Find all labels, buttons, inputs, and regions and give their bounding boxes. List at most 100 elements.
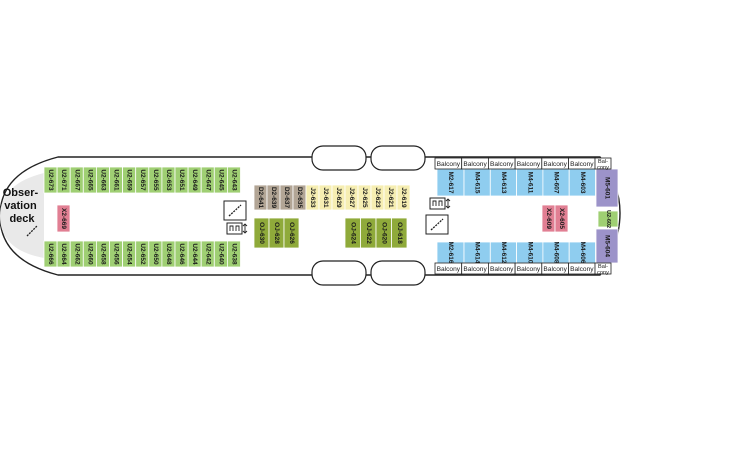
cabin-number: U2-642 <box>204 243 211 265</box>
cabin[interactable]: J2-631 <box>318 184 333 211</box>
cabin-number: J2-619 <box>400 187 407 208</box>
cabin[interactable]: OJ-630 <box>253 217 270 249</box>
cabin[interactable]: M4-603 <box>568 168 596 197</box>
cabin-number: OJ-628 <box>273 222 280 244</box>
cabin[interactable]: OJ-628 <box>268 217 285 249</box>
cabin[interactable]: M4-606 <box>568 241 596 264</box>
cabin[interactable]: OJ-618 <box>391 217 408 249</box>
cabin[interactable]: D2-639 <box>266 184 281 211</box>
observation-deck-area <box>0 173 44 258</box>
cabin-number: U2-671 <box>60 169 67 191</box>
balcony-layer: BalconyBalconyBalconyBalconyBalconyBalco… <box>434 157 612 276</box>
cabin[interactable]: M2-616 <box>436 241 465 264</box>
cabin-number: J2-621 <box>387 187 394 208</box>
cabin[interactable]: U2-602 <box>597 210 619 228</box>
cabin[interactable]: J2-633 <box>305 184 320 211</box>
cabin[interactable]: M4-608 <box>542 241 570 264</box>
cabin[interactable]: U2-673 <box>43 166 58 194</box>
cabin[interactable]: U2-656 <box>109 240 124 268</box>
cabin[interactable]: M2-617 <box>436 168 465 197</box>
cabin[interactable]: U2-645 <box>213 166 228 194</box>
cabin[interactable]: X2-609 <box>541 204 556 233</box>
cabin[interactable]: U2-647 <box>200 166 215 194</box>
cabin[interactable]: U2-671 <box>56 166 71 194</box>
cabin[interactable]: U2-650 <box>148 240 163 268</box>
cabin[interactable]: U2-655 <box>148 166 163 194</box>
cabin[interactable]: U2-665 <box>82 166 97 194</box>
cabin[interactable]: U2-649 <box>187 166 202 194</box>
cabin-number: J2-629 <box>335 187 342 208</box>
balcony-label: Balcony <box>437 161 461 168</box>
cabin[interactable]: U2-652 <box>135 240 150 268</box>
cabin[interactable]: J2-619 <box>396 184 411 211</box>
cabin[interactable]: J2-625 <box>357 184 372 211</box>
cabin[interactable]: U2-653 <box>161 166 176 194</box>
cabin-number: M4-612 <box>500 241 507 263</box>
lifeboat <box>311 145 367 171</box>
cabin[interactable]: D2-641 <box>253 184 268 211</box>
cabin[interactable]: J2-623 <box>370 184 385 211</box>
cabin-number: U2-640 <box>217 243 224 265</box>
cabin[interactable]: D2-637 <box>279 184 294 211</box>
cabin[interactable]: U2-648 <box>161 240 176 268</box>
stairs-icon <box>223 200 247 221</box>
balcony: Balcony <box>461 262 489 275</box>
cabin[interactable]: OJ-626 <box>283 217 300 249</box>
cabin-box <box>568 168 596 197</box>
cabin[interactable]: D2-635 <box>292 184 307 211</box>
cabin[interactable]: U2-646 <box>174 240 189 268</box>
cabin-number: OJ-630 <box>258 222 265 244</box>
cabin-number: J2-633 <box>309 187 316 208</box>
cabin[interactable]: X2-669 <box>56 204 71 233</box>
balcony: Balcony <box>514 157 543 170</box>
cabin[interactable]: U2-654 <box>122 240 137 268</box>
cabin-number: U2-655 <box>152 169 159 191</box>
cabin[interactable]: M5-601 <box>595 168 619 208</box>
cabin[interactable]: U2-658 <box>96 240 110 268</box>
balcony: Balcony <box>487 262 516 275</box>
cabin-number: X2-669 <box>60 208 67 229</box>
cabin[interactable]: U2-664 <box>56 240 71 268</box>
cabin[interactable]: J2-627 <box>344 184 359 211</box>
cabin[interactable]: U2-659 <box>122 166 137 194</box>
cabin[interactable]: U2-642 <box>200 240 215 268</box>
cabin[interactable]: OJ-620 <box>375 217 392 249</box>
balcony-label: Balcony <box>570 161 594 168</box>
cabin[interactable]: J2-629 <box>331 184 346 211</box>
cabin[interactable]: M4-612 <box>489 241 517 264</box>
cabin[interactable]: U2-666 <box>43 240 58 268</box>
cabin-number: OJ-620 <box>380 222 387 244</box>
cabin-number: J2-625 <box>361 187 368 208</box>
cabin[interactable]: M4-614 <box>463 241 491 264</box>
cabin[interactable]: U2-644 <box>187 240 202 268</box>
cabin[interactable]: M4-610 <box>516 241 544 264</box>
balcony-label: Balcony <box>570 266 594 273</box>
cabin[interactable]: X2-605 <box>554 204 569 233</box>
cabin[interactable]: U2-638 <box>226 240 241 268</box>
cabin[interactable]: U2-661 <box>109 166 124 194</box>
cabin[interactable]: U2-660 <box>82 240 97 268</box>
cabin[interactable]: U2-651 <box>174 166 189 194</box>
cabin-number: U2-647 <box>204 169 211 191</box>
cabin[interactable]: U2-667 <box>69 166 84 194</box>
cabin[interactable]: M4-611 <box>516 168 544 197</box>
cabin[interactable]: OJ-622 <box>360 217 377 249</box>
cabin-box <box>542 168 570 197</box>
cabin[interactable]: M4-615 <box>463 168 491 197</box>
cabin-box <box>554 204 569 233</box>
cabin-number: M4-615 <box>474 171 481 193</box>
cabin[interactable]: OJ-624 <box>344 217 361 249</box>
cabin-box <box>391 217 408 249</box>
cabin[interactable]: U2-662 <box>69 240 84 268</box>
cabin[interactable]: U2-643 <box>226 166 241 194</box>
cabin-number: U2-644 <box>191 243 198 265</box>
cabin[interactable]: U2-640 <box>213 240 228 268</box>
cabin[interactable]: M4-607 <box>542 168 570 197</box>
cabin[interactable]: M4-613 <box>489 168 517 197</box>
balcony: Balcony <box>568 262 596 275</box>
cabin[interactable]: U2-657 <box>135 166 150 194</box>
cabin[interactable]: U2-663 <box>96 166 110 194</box>
cabin[interactable]: J2-621 <box>383 184 398 211</box>
cabin[interactable]: M5-604 <box>595 228 619 264</box>
